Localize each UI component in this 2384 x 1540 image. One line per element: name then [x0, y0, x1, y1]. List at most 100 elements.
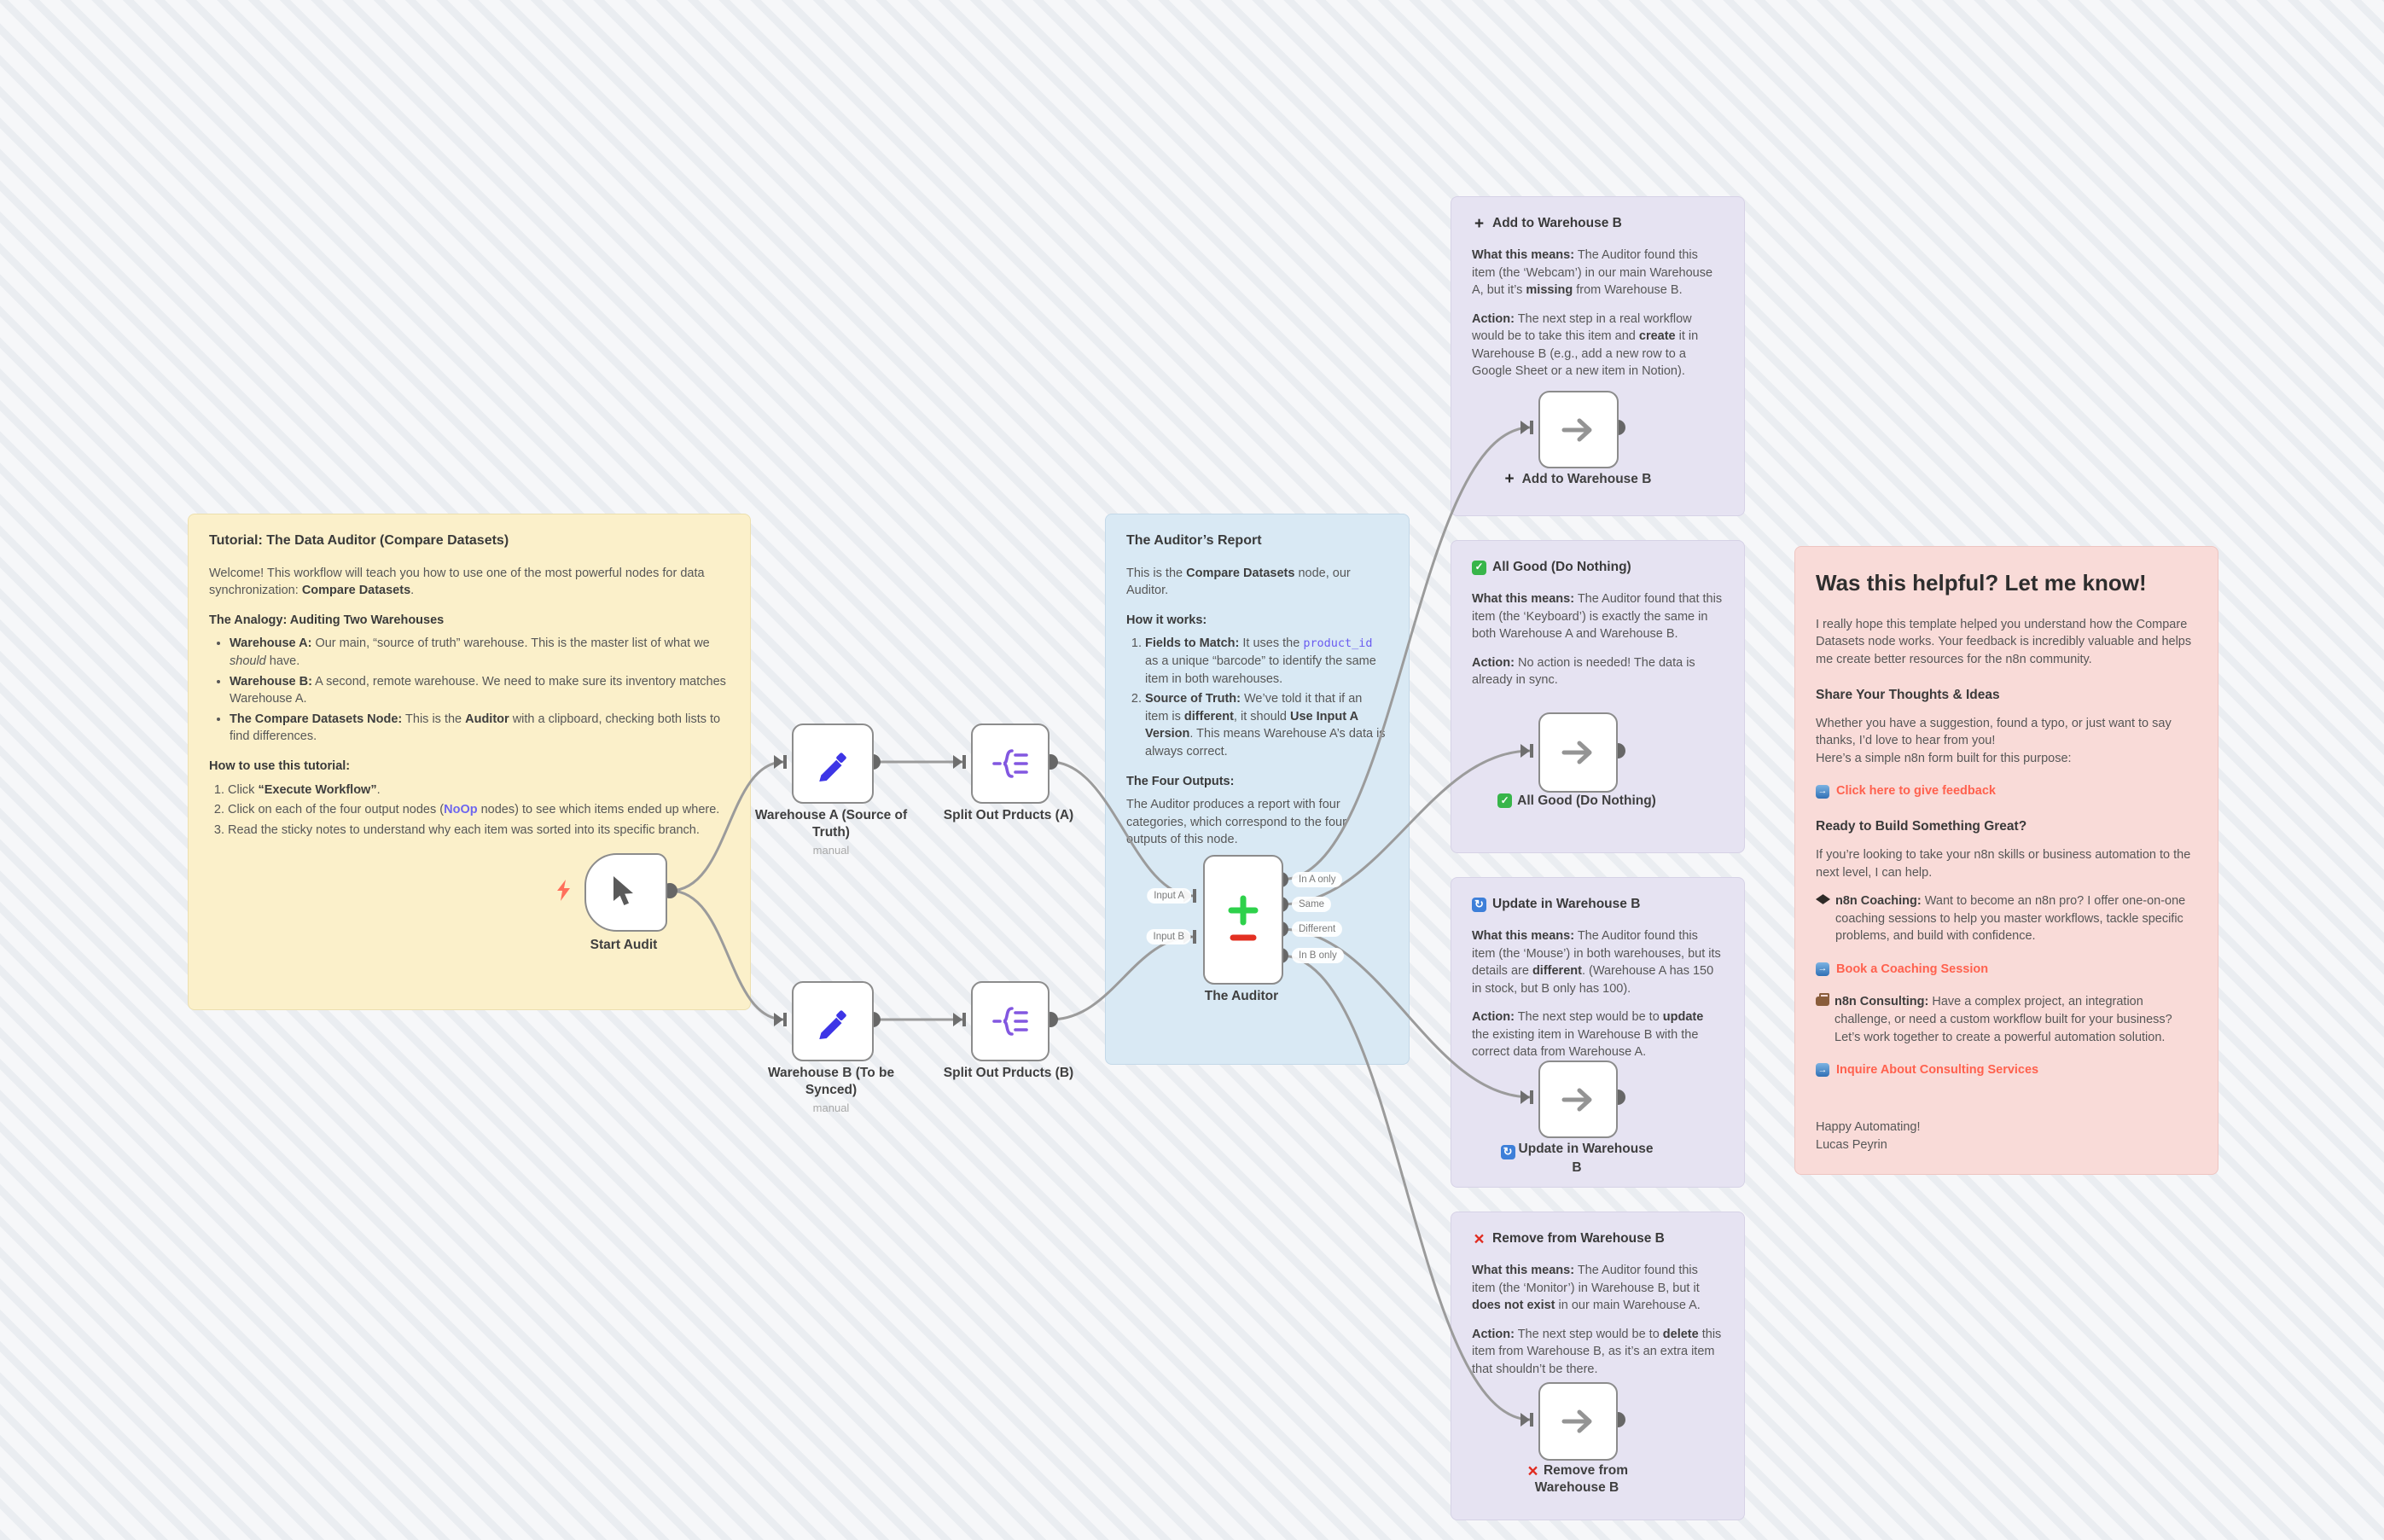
wire-in-b-only-to-remove[interactable]	[1280, 954, 1532, 1421]
node-all-good[interactable]	[1538, 712, 1618, 793]
list-item: Source of Truth: We’ve told it that if a…	[1145, 690, 1388, 760]
lightning-icon	[557, 880, 570, 901]
note-paragraph: n8n Consulting: Have a complex project, …	[1835, 995, 2172, 1044]
howto-list: Click “Execute Workflow”. Click on each …	[209, 782, 730, 840]
node-add-to-warehouse-b[interactable]	[1538, 391, 1619, 468]
node-label-split-out-a: Split Out Prducts (A)	[943, 808, 1074, 822]
arrow-right-icon	[1561, 1409, 1591, 1433]
consulting-link[interactable]: Inquire About Consulting Services	[1836, 1063, 2039, 1078]
node-the-auditor[interactable]	[1203, 855, 1283, 985]
note-paragraph: Action: No action is needed! The data is…	[1472, 655, 1695, 688]
note-paragraph: What this means: The Auditor found this …	[1472, 1264, 1701, 1313]
input-port-remove[interactable]	[1521, 1413, 1533, 1427]
output-ports	[662, 420, 1625, 1427]
feedback-link[interactable]: Click here to give feedback	[1836, 784, 1996, 799]
note-title: Remove from Warehouse B	[1492, 1231, 1665, 1246]
note-paragraph: What this means: The Auditor found this …	[1472, 248, 1713, 298]
input-port-warehouse-b[interactable]	[774, 1013, 787, 1026]
note-paragraph: Welcome! This workflow will teach you ho…	[209, 566, 705, 598]
pencil-icon	[819, 1010, 846, 1039]
list-item: Fields to Match: It uses the product_id …	[1145, 635, 1388, 688]
sticky-note-all-good[interactable]: All Good (Do Nothing) What this means: T…	[1451, 540, 1745, 853]
split-out-icon	[992, 1007, 1028, 1036]
note-title: Add to Warehouse B	[1492, 216, 1622, 230]
note-title: Tutorial: The Data Auditor (Compare Data…	[209, 533, 509, 548]
node-split-out-a[interactable]	[971, 724, 1050, 804]
check-icon	[1472, 560, 1486, 575]
note-title: Was this helpful? Let me know!	[1816, 570, 2147, 596]
node-label-split-out-b: Split Out Prducts (B)	[943, 1066, 1074, 1080]
sync-icon	[1472, 897, 1486, 912]
coaching-link[interactable]: Book a Coaching Session	[1836, 962, 1989, 976]
note-title: All Good (Do Nothing)	[1492, 560, 1631, 574]
arrow-right-icon	[1561, 1088, 1591, 1111]
input-port-add[interactable]	[1521, 421, 1533, 434]
input-port-update[interactable]	[1521, 1090, 1533, 1104]
x-icon	[1526, 1464, 1540, 1479]
node-label-update-in-warehouse-b: Update in Warehouse B	[1496, 1141, 1658, 1177]
wire-split-b-to-auditor-input-b[interactable]	[1050, 935, 1195, 1021]
split-out-icon	[992, 749, 1028, 778]
node-label-the-auditor: The Auditor	[1204, 989, 1279, 1003]
note-paragraph: This is the Compare Datasets node, our A…	[1126, 566, 1351, 598]
wire-different-to-update[interactable]	[1280, 927, 1532, 1099]
node-update-in-warehouse-b[interactable]	[1538, 1061, 1618, 1138]
port-label-different: Different	[1292, 921, 1343, 937]
note-paragraph: n8n Coaching: Want to become an n8n pro?…	[1835, 894, 2186, 944]
sticky-note-feedback[interactable]: Was this helpful? Let me know! I really …	[1794, 546, 2218, 1175]
how-list: Fields to Match: It uses the product_id …	[1126, 635, 1388, 760]
sync-icon	[1500, 1144, 1515, 1159]
list-item: Warehouse B: A second, remote warehouse.…	[230, 673, 730, 708]
wire-start-to-warehouse-b[interactable]	[669, 889, 785, 1021]
note-heading: The Analogy: Auditing Two Warehouses	[209, 613, 445, 627]
note-heading: Ready to Build Something Great?	[1816, 818, 2027, 834]
link-arrow-icon	[1816, 784, 1829, 799]
input-port-all-good[interactable]	[1521, 744, 1533, 758]
sticky-note-remove-from-warehouse-b[interactable]: Remove from Warehouse B What this means:…	[1451, 1212, 1745, 1520]
port-label-in-b-only: In B only	[1292, 948, 1344, 963]
node-start-audit[interactable]	[584, 853, 667, 932]
graduation-cap-icon	[1816, 894, 1830, 904]
note-paragraph: The Auditor produces a report with four …	[1126, 798, 1346, 847]
input-port-split-b[interactable]	[953, 1013, 966, 1026]
input-port-split-a[interactable]	[953, 755, 966, 769]
node-split-out-b[interactable]	[971, 981, 1050, 1061]
port-label-same: Same	[1292, 897, 1332, 912]
cursor-icon	[613, 876, 633, 905]
port-label-in-a-only: In A only	[1292, 872, 1343, 887]
note-paragraph: Here’s a simple n8n form built for this …	[1816, 751, 2072, 765]
node-warehouse-b[interactable]	[792, 981, 874, 1061]
note-paragraph: Action: The next step would be to delete…	[1472, 1327, 1722, 1376]
wire-split-a-to-auditor-input-a[interactable]	[1050, 760, 1195, 898]
list-item: Read the sticky notes to understand why …	[228, 822, 730, 840]
note-heading: How to use this tutorial:	[209, 758, 351, 773]
link-arrow-icon	[1816, 1063, 1829, 1078]
wire-in-a-only-to-add[interactable]	[1280, 426, 1532, 881]
note-title: The Auditor’s Report	[1126, 533, 1262, 548]
note-heading: Share Your Thoughts & Ideas	[1816, 687, 2000, 702]
note-paragraph: What this means: The Auditor found that …	[1472, 592, 1723, 642]
sticky-note-update-in-warehouse-b[interactable]: Update in Warehouse B What this means: T…	[1451, 877, 1745, 1188]
node-label-add-to-warehouse-b: Add to Warehouse B	[1474, 471, 1679, 488]
briefcase-icon	[1816, 993, 1829, 1007]
check-icon	[1497, 793, 1513, 809]
node-remove-from-warehouse-b[interactable]	[1538, 1382, 1618, 1461]
node-warehouse-a[interactable]	[792, 724, 874, 804]
analogy-list: Warehouse A: Our main, “source of truth”…	[209, 635, 730, 745]
note-paragraph: If you’re looking to take your n8n skill…	[1816, 847, 2191, 880]
node-label-all-good: All Good (Do Nothing)	[1474, 793, 1679, 810]
note-paragraph: Action: The next step would be to update…	[1472, 1010, 1704, 1060]
sticky-note-tutorial[interactable]: Tutorial: The Data Auditor (Compare Data…	[188, 514, 751, 1010]
input-port-warehouse-a[interactable]	[774, 755, 787, 769]
wire-same-to-all-good[interactable]	[1280, 749, 1532, 906]
note-paragraph: I really hope this template helped you u…	[1816, 617, 2192, 667]
note-paragraph: What this means: The Auditor found this …	[1472, 929, 1721, 996]
node-label-warehouse-b: Warehouse B (To be Synced) manual	[746, 1065, 916, 1115]
wire-start-to-warehouse-a[interactable]	[669, 760, 785, 892]
note-paragraph: Action: The next step in a real workflow…	[1472, 311, 1699, 379]
list-item: Warehouse A: Our main, “source of truth”…	[230, 635, 730, 670]
note-heading: How it works:	[1126, 613, 1207, 627]
compare-datasets-icon	[1228, 895, 1259, 941]
